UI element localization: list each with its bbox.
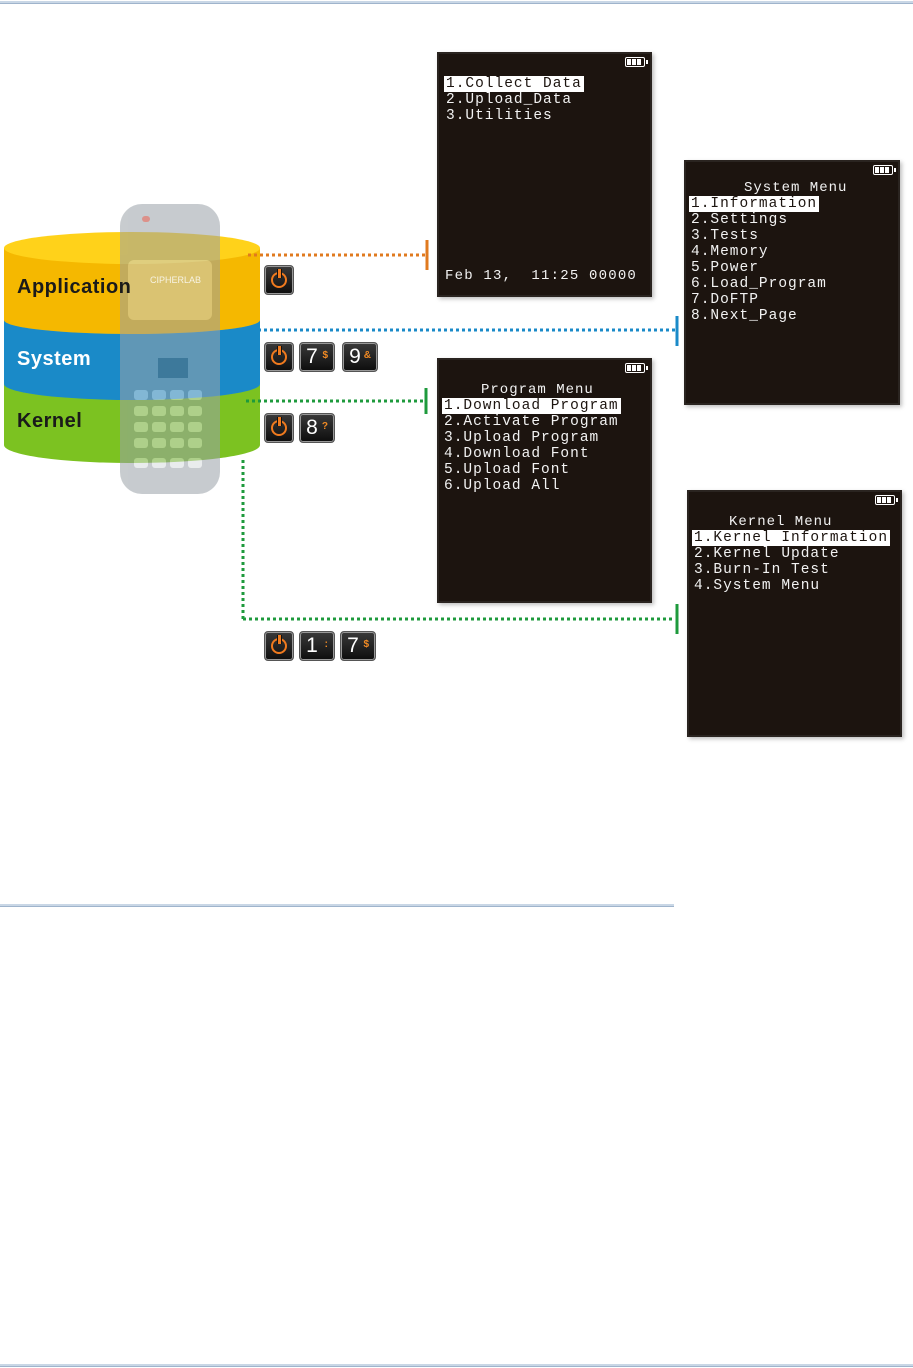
program-key-sequence: 8?: [264, 413, 335, 443]
cylinder-graphic: CIPHERLAB: [4, 204, 260, 494]
power-icon: [271, 346, 287, 365]
key-9[interactable]: 9&: [342, 342, 378, 372]
power-key[interactable]: [264, 265, 294, 295]
application-label: Application: [17, 276, 132, 298]
power-key[interactable]: [264, 631, 294, 661]
menu-item[interactable]: 1.Information: [689, 196, 820, 212]
application-menu: 1.Collect Data 2.Upload_Data 3.Utilities: [444, 76, 584, 124]
application-screen: 1.Collect Data 2.Upload_Data 3.Utilities…: [437, 52, 652, 297]
menu-item[interactable]: 3.Burn-In Test: [694, 562, 830, 578]
menu-item[interactable]: 3.Utilities: [446, 108, 553, 124]
connector-lines: [241, 240, 679, 634]
section-rule: [0, 904, 674, 907]
key-8[interactable]: 8?: [299, 413, 335, 443]
program-menu: 1.Download Program 2.Activate Program 3.…: [442, 398, 621, 494]
menu-title: Kernel Menu: [729, 514, 833, 530]
system-menu-screen: System Menu 1.Information 2.Settings 3.T…: [684, 160, 900, 405]
menu-item[interactable]: 2.Kernel Update: [694, 546, 840, 562]
power-icon: [271, 269, 287, 288]
menu-item[interactable]: 1.Kernel Information: [692, 530, 891, 546]
system-label: System: [17, 348, 92, 370]
device-image: [120, 204, 220, 494]
menu-item[interactable]: 2.Settings: [691, 212, 789, 228]
architecture-stack: CIPHERLAB Application System Kernel: [0, 200, 270, 500]
menu-item[interactable]: 4.Memory: [691, 244, 769, 260]
key-1[interactable]: 1:: [299, 631, 335, 661]
menu-title: Program Menu: [481, 382, 594, 398]
kernel-menu: 1.Kernel Information 2.Kernel Update 3.B…: [692, 530, 891, 594]
menu-item[interactable]: 5.Upload Font: [444, 462, 571, 478]
key-7[interactable]: 7$: [299, 342, 335, 372]
power-key[interactable]: [264, 342, 294, 372]
menu-item[interactable]: 2.Activate Program: [444, 414, 619, 430]
menu-item[interactable]: 8.Next_Page: [691, 308, 798, 324]
menu-item[interactable]: 3.Tests: [691, 228, 759, 244]
menu-item[interactable]: 5.Power: [691, 260, 759, 276]
menu-item[interactable]: 7.DoFTP: [691, 292, 759, 308]
header-rule: [0, 1, 913, 4]
footer-rule: [0, 1364, 913, 1367]
device-logo: CIPHERLAB: [150, 275, 201, 285]
kernel-key-sequence: 1: 7$: [264, 631, 376, 661]
menu-item[interactable]: 2.Upload_Data: [446, 92, 573, 108]
power-icon: [271, 417, 287, 436]
kernel-menu-screen: Kernel Menu 1.Kernel Information 2.Kerne…: [687, 490, 902, 737]
battery-icon: [875, 495, 898, 505]
menu-item[interactable]: 4.Download Font: [444, 446, 590, 462]
power-icon: [271, 635, 287, 654]
battery-icon: [625, 363, 648, 373]
program-menu-screen: Program Menu 1.Download Program 2.Activa…: [437, 358, 652, 603]
menu-item[interactable]: 1.Collect Data: [444, 76, 584, 92]
app-key-sequence: [264, 265, 294, 295]
battery-icon: [873, 165, 896, 175]
key-7[interactable]: 7$: [340, 631, 376, 661]
battery-icon: [625, 57, 648, 67]
system-menu: 1.Information 2.Settings 3.Tests 4.Memor…: [689, 196, 829, 324]
menu-item[interactable]: 6.Load_Program: [691, 276, 827, 292]
menu-item[interactable]: 1.Download Program: [442, 398, 621, 414]
status-line: Feb 13, 11:25 00000: [445, 268, 638, 284]
power-key[interactable]: [264, 413, 294, 443]
system-key-sequence: 7$ 9&: [264, 342, 378, 372]
menu-item[interactable]: 4.System Menu: [694, 578, 821, 594]
menu-title: System Menu: [744, 180, 848, 196]
menu-item[interactable]: 6.Upload All: [444, 478, 561, 494]
menu-item[interactable]: 3.Upload Program: [444, 430, 600, 446]
kernel-label: Kernel: [17, 410, 83, 432]
